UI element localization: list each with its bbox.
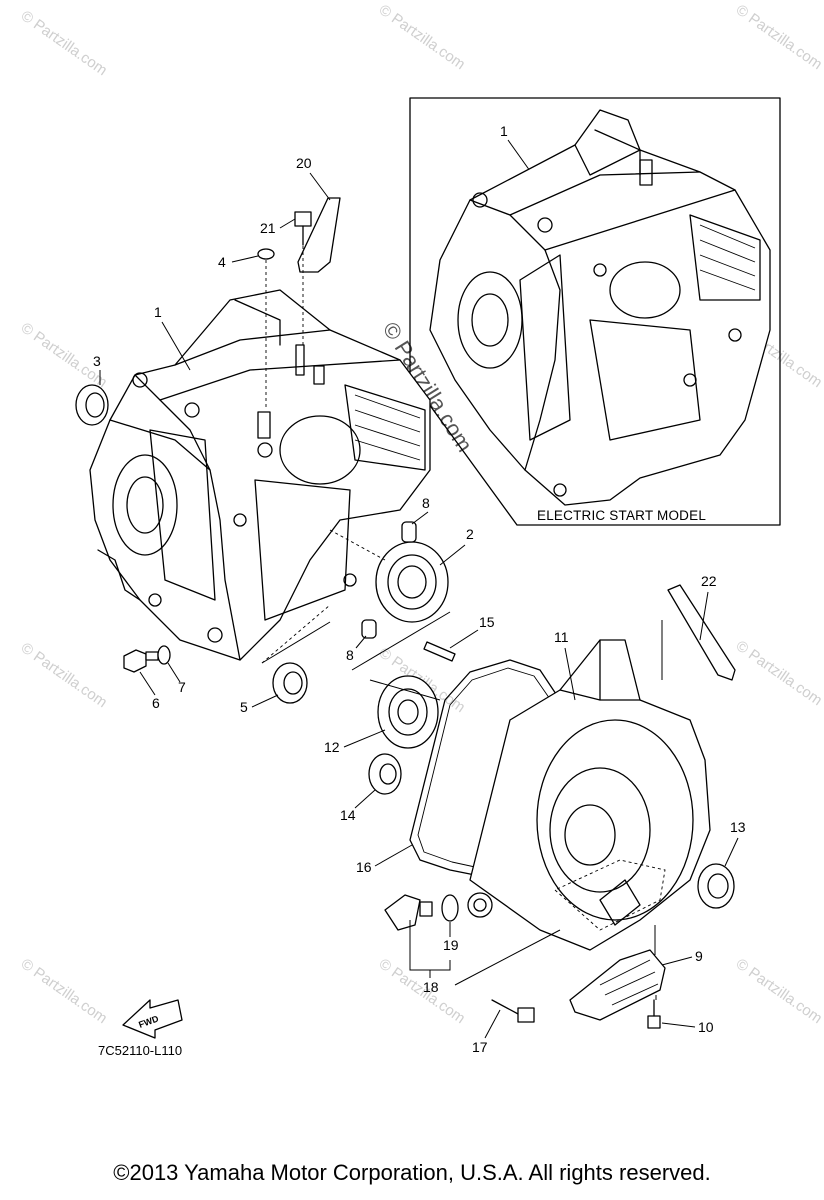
diagram-code: 7C52110-L110 bbox=[98, 1043, 182, 1058]
inset-frame bbox=[409, 97, 781, 526]
oil-seal-13 bbox=[697, 863, 735, 909]
callout-15: 15 bbox=[479, 614, 495, 630]
oil-seal-14 bbox=[368, 753, 402, 795]
callout-10: 10 bbox=[698, 1019, 714, 1035]
o-ring-19 bbox=[441, 894, 459, 922]
bolt-17 bbox=[491, 999, 535, 1023]
callout-20: 20 bbox=[296, 155, 312, 171]
watermark: © Partzilla.com bbox=[733, 1, 824, 73]
callout-3: 3 bbox=[93, 353, 101, 369]
callout-1-inset: 1 bbox=[500, 123, 508, 139]
bracket-20-shape bbox=[297, 197, 341, 273]
copyright-notice: ©2013 Yamaha Motor Corporation, U.S.A. A… bbox=[113, 1160, 711, 1185]
bearing-5 bbox=[261, 604, 331, 704]
watermark: © Partzilla.com bbox=[733, 955, 824, 1027]
callout-19: 19 bbox=[443, 937, 459, 953]
dowel-4 bbox=[257, 248, 275, 260]
callout-11: 11 bbox=[554, 629, 569, 645]
callout-18: 18 bbox=[423, 979, 439, 995]
callout-21: 21 bbox=[260, 220, 276, 236]
callout-16: 16 bbox=[356, 859, 372, 875]
bolt-10 bbox=[647, 999, 661, 1029]
fwd-arrow-icon: FWD bbox=[122, 999, 183, 1039]
callout-4: 4 bbox=[218, 254, 226, 270]
bolt-21-head bbox=[294, 211, 312, 227]
callout-8a: 8 bbox=[422, 495, 430, 511]
inset-caption: ELECTRIC START MODEL bbox=[537, 508, 706, 523]
watermark: © Partzilla.com bbox=[376, 1, 469, 73]
watermark: © Partzilla.com bbox=[733, 637, 824, 709]
callout-7: 7 bbox=[178, 679, 186, 695]
callout-22: 22 bbox=[701, 573, 717, 589]
callout-6: 6 bbox=[152, 695, 160, 711]
callout-12: 12 bbox=[324, 739, 340, 755]
watermark: © Partzilla.com bbox=[18, 7, 111, 79]
alignment-lines bbox=[261, 611, 663, 1000]
callout-2: 2 bbox=[466, 526, 474, 542]
callout-9: 9 bbox=[695, 948, 703, 964]
drain-plug-18 bbox=[384, 894, 459, 931]
callout-14: 14 bbox=[340, 807, 356, 823]
inset-electric-start: ELECTRIC START MODEL 1 bbox=[409, 97, 781, 526]
callout-8b: 8 bbox=[346, 647, 354, 663]
washer-7 bbox=[157, 645, 171, 665]
callout-5: 5 bbox=[240, 699, 248, 715]
callout-17: 17 bbox=[472, 1039, 488, 1055]
cover-9 bbox=[569, 949, 666, 1021]
watermark: © Partzilla.com bbox=[18, 955, 111, 1027]
top-fasteners bbox=[257, 197, 341, 410]
dowel-pin-8 bbox=[401, 521, 417, 543]
callout-13: 13 bbox=[730, 819, 746, 835]
crankcase-main bbox=[89, 289, 431, 661]
pin-15 bbox=[423, 641, 456, 662]
watermark: © Partzilla.com bbox=[376, 955, 469, 1027]
crankcase-cover-11 bbox=[467, 639, 711, 951]
dowel-pin-8 bbox=[361, 619, 377, 639]
callout-1: 1 bbox=[154, 304, 162, 320]
drain-bolt-6 bbox=[123, 645, 171, 673]
bearing-12 bbox=[377, 675, 439, 749]
oil-seal-3 bbox=[75, 384, 109, 426]
callouts: 20 21 4 1 3 8 2 8 15 11 22 7 6 5 12 14 1 bbox=[93, 155, 746, 1055]
inset-crankcase bbox=[429, 109, 771, 506]
watermark: © Partzilla.com bbox=[18, 639, 111, 711]
